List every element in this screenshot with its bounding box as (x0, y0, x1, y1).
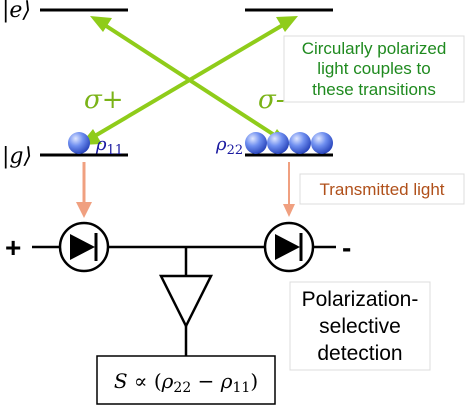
transmitted-light-box (299, 173, 465, 205)
transmitted-light-label: Transmitted light (319, 180, 444, 199)
detection-line-2: selective (319, 315, 401, 338)
atoms-ground-left (68, 132, 90, 154)
atom (311, 132, 333, 154)
atoms-ground-right (245, 132, 333, 154)
photodiode-right (263, 221, 315, 273)
callout-line-2: light couples to (317, 59, 430, 78)
ground-state-label: |g⟩ (2, 144, 32, 169)
atom (245, 132, 267, 154)
rho11-label: ρ11 (95, 134, 123, 158)
atom (289, 132, 311, 154)
minus-terminal-label: - (342, 232, 351, 263)
detection-box (289, 281, 431, 371)
photodiode-left (58, 221, 110, 273)
sigma-minus-label: σ- (258, 85, 285, 115)
callout-line-1: Circularly polarized (302, 39, 447, 58)
polarized-light-callout (283, 35, 465, 103)
sigma-plus-label: σ+ (84, 85, 124, 115)
rho22-label: ρ22 (215, 134, 243, 158)
detection-line-1: Polarization- (302, 288, 419, 311)
atom (267, 132, 289, 154)
transmitted-arrow-right (283, 162, 295, 217)
excited-state-label: |e⟩ (2, 0, 31, 23)
callout-line-3: these transitions (312, 80, 436, 99)
plus-terminal-label: + (5, 232, 21, 263)
detection-line-3: detection (317, 342, 402, 365)
transmitted-arrow-left (76, 162, 92, 218)
atom (68, 132, 90, 154)
amplifier-symbol (158, 274, 214, 329)
signal-box (96, 355, 276, 405)
sigma-minus-transition-arrow (90, 16, 290, 145)
